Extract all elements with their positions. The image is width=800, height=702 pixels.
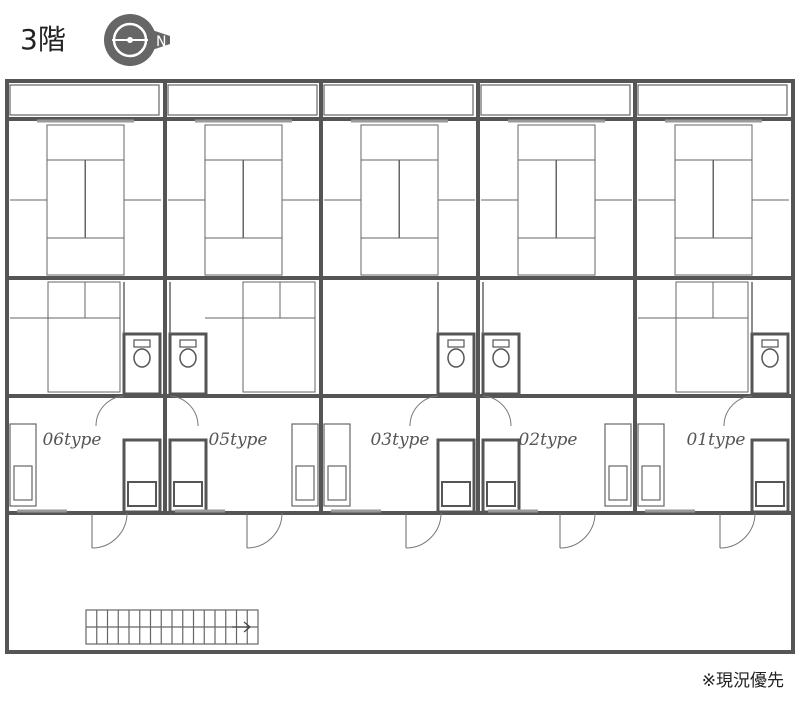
- unit-label: 02type: [518, 430, 577, 450]
- unit-06type: 06type: [9, 84, 162, 549]
- footnote: ※現況優先: [701, 671, 784, 691]
- floor-label: 3階: [20, 23, 66, 56]
- unit-05type: 05type: [167, 84, 319, 549]
- compass-north-letter: N: [156, 34, 166, 50]
- unit-label: 03type: [370, 430, 429, 450]
- unit-01type: 01type: [637, 84, 790, 549]
- unit-label: 01type: [686, 430, 745, 450]
- unit-03type: 03type: [323, 84, 476, 549]
- unit-02type: 02type: [480, 84, 632, 549]
- unit-label: 06type: [42, 430, 101, 450]
- unit-label: 05type: [208, 430, 267, 450]
- compass-icon: N: [104, 14, 170, 66]
